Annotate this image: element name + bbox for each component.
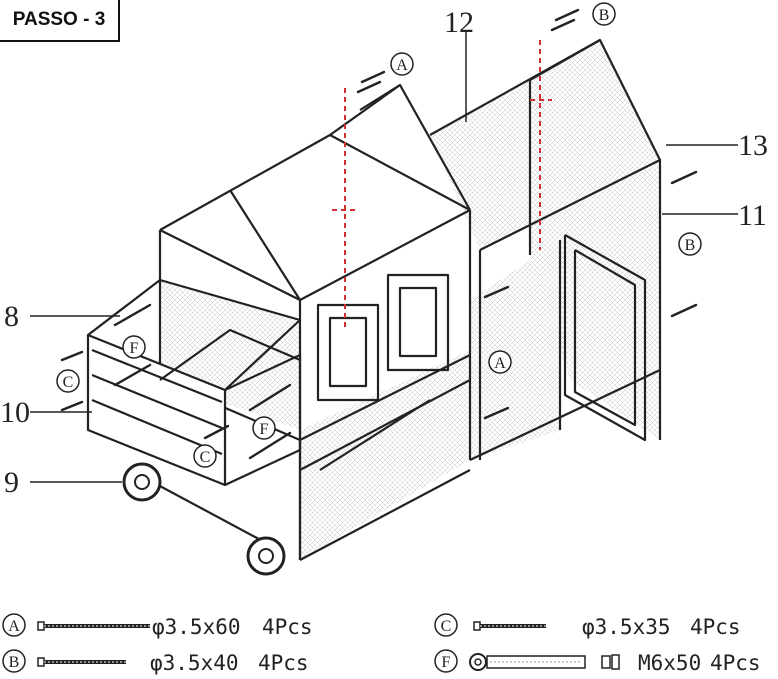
svg-text:B: B [9, 654, 20, 671]
parts-row-f: F M6x50 4Pcs [434, 649, 761, 675]
svg-text:φ3.5x60: φ3.5x60 [152, 615, 241, 639]
parts-row-a: A φ3.5x60 4Pcs [2, 613, 313, 639]
svg-text:C: C [63, 374, 74, 391]
svg-text:A: A [396, 57, 408, 74]
callout-13: 13 [738, 129, 768, 162]
screw-c-icon [473, 621, 546, 631]
marker-c-center: C [193, 444, 217, 468]
step-label: PASSO - 3 [0, 0, 120, 42]
callout-8: 8 [4, 300, 19, 333]
svg-text:M6x50: M6x50 [638, 651, 701, 675]
wheel-rear [246, 536, 286, 576]
svg-text:φ3.5x40: φ3.5x40 [150, 651, 239, 675]
callout-12: 12 [444, 6, 474, 39]
svg-text:B: B [599, 7, 610, 24]
parts-row-c: C φ3.5x35 4Pcs [434, 613, 741, 639]
callout-10: 10 [0, 396, 30, 429]
svg-text:F: F [260, 421, 269, 438]
svg-text:4Pcs: 4Pcs [710, 651, 761, 675]
callout-numbers: 12 13 11 8 10 9 [0, 6, 768, 499]
callout-leaders [30, 32, 738, 483]
marker-a-run: A [488, 350, 512, 374]
svg-text:B: B [685, 237, 696, 254]
screw-a-icon [37, 621, 150, 631]
marker-f-left: F [122, 335, 146, 359]
bolt-f-icon [469, 653, 586, 671]
parts-list: A φ3.5x60 4Pcs B φ3.5x40 4Pcs C [2, 613, 761, 675]
screws [60, 8, 698, 460]
marker-f-right: F [252, 416, 276, 440]
svg-text:F: F [442, 654, 451, 671]
run-mesh [160, 40, 660, 560]
marker-b-side: B [678, 232, 702, 256]
svg-text:φ3.5x35: φ3.5x35 [582, 615, 671, 639]
marker-c-left: C [56, 369, 80, 393]
screw-b-icon [37, 657, 126, 667]
marker-a-top: A [390, 52, 414, 76]
svg-text:C: C [200, 449, 211, 466]
nut-f-icon [601, 654, 620, 670]
diagram-markers: A B B A F C F C [56, 2, 702, 468]
svg-text:4Pcs: 4Pcs [262, 615, 313, 639]
screw-guides [332, 40, 552, 330]
wheel-front [122, 462, 162, 502]
svg-text:C: C [441, 618, 452, 635]
callout-11: 11 [738, 199, 767, 232]
svg-text:4Pcs: 4Pcs [690, 615, 741, 639]
svg-text:A: A [494, 355, 506, 372]
callout-9: 9 [4, 466, 19, 499]
parts-row-b: B φ3.5x40 4Pcs [2, 649, 309, 675]
svg-text:F: F [130, 340, 139, 357]
coop-frame [86, 38, 662, 561]
marker-b-top: B [592, 2, 616, 26]
svg-text:4Pcs: 4Pcs [258, 651, 309, 675]
svg-text:A: A [8, 618, 20, 635]
